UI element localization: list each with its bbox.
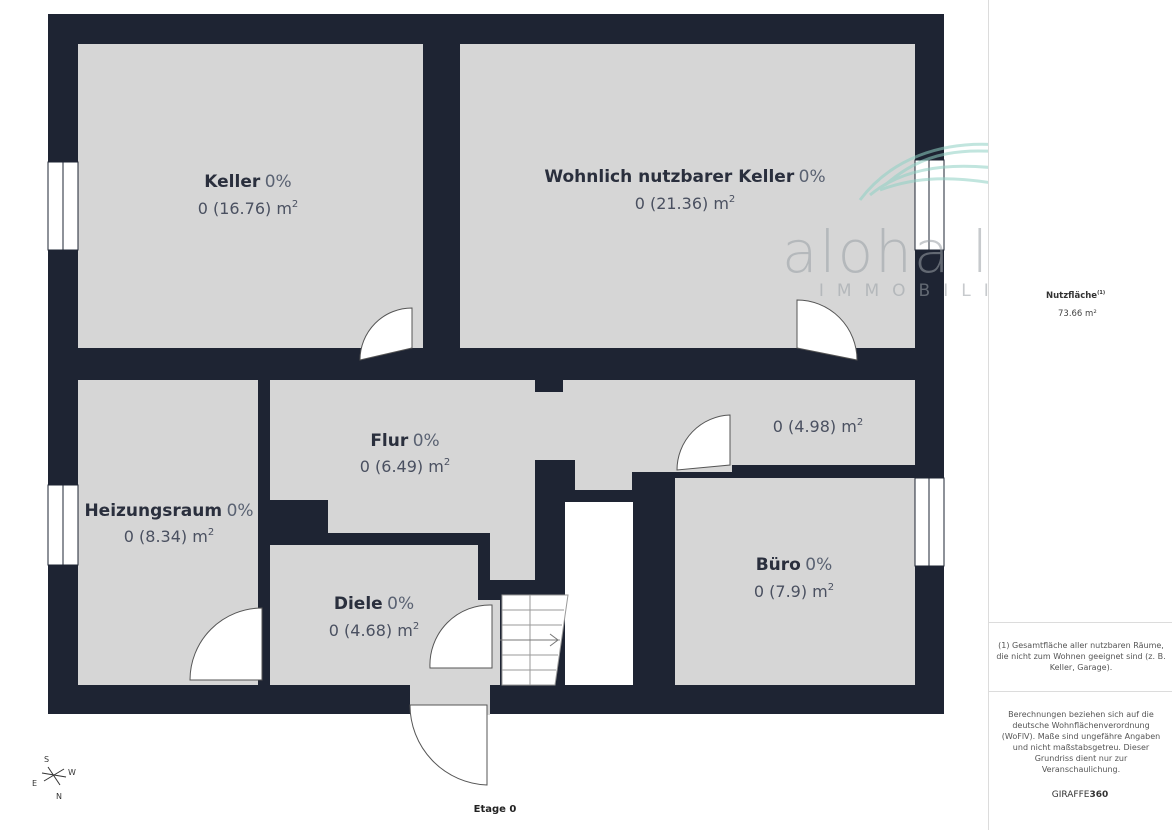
svg-text:N: N (56, 792, 62, 801)
sidebar-divider-1 (989, 622, 1172, 623)
svg-text:0 (8.34) m2: 0 (8.34) m2 (124, 527, 214, 546)
room-label-keller: Keller 0% 0 (16.76) m2 (198, 172, 299, 218)
room-wohnkeller-floor (460, 44, 915, 348)
svg-text:0 (4.98) m2: 0 (4.98) m2 (773, 417, 863, 436)
sidebar-divider-2 (989, 691, 1172, 692)
floor-label: Etage 0 (473, 804, 517, 815)
room-label-heizungsraum: Heizungsraum 0% 0 (8.34) m2 (84, 501, 253, 546)
room-label-wohnkeller: Wohnlich nutzbarer Keller 0% 0 (21.36) m… (544, 167, 825, 213)
svg-text:Keller 0%: Keller 0% (204, 172, 291, 192)
doors (189, 299, 858, 786)
windows (47, 159, 945, 567)
room-label-diele: Diele 0% 0 (4.68) m2 (329, 594, 419, 640)
room-label-buero: Büro 0% 0 (7.9) m2 (754, 555, 834, 601)
room-buero-floor (675, 478, 915, 685)
stairs (500, 594, 569, 686)
svg-text:S: S (44, 755, 49, 764)
svg-text:E: E (32, 779, 37, 788)
disclaimer-text: Berechnungen beziehen sich auf die deuts… (1001, 710, 1161, 774)
svg-text:Flur 0%: Flur 0% (370, 431, 439, 451)
watermark-line1: aloha living (782, 218, 988, 286)
room-label-unnamed: 0 (4.98) m2 (773, 417, 863, 436)
footnote-text: (1) Gesamtfläche aller nutzbaren Räume, … (996, 641, 1166, 672)
room-flur-floor (270, 380, 915, 580)
room-label-flur: Flur 0% 0 (6.49) m2 (360, 431, 450, 476)
svg-text:0 (4.68) m2: 0 (4.68) m2 (329, 621, 419, 640)
watermark-line2: IMMOBILIEN (819, 281, 988, 301)
svg-text:W: W (68, 768, 76, 777)
svg-text:0 (16.76) m2: 0 (16.76) m2 (198, 199, 299, 218)
usable-area-value: 73.66 m² (1058, 309, 1097, 319)
svg-text:0 (21.36) m2: 0 (21.36) m2 (635, 194, 736, 213)
svg-text:Diele 0%: Diele 0% (334, 594, 414, 614)
compass-icon: S E W N (32, 755, 76, 801)
svg-text:0 (7.9) m2: 0 (7.9) m2 (754, 582, 834, 601)
svg-text:Büro 0%: Büro 0% (756, 555, 833, 575)
brand-logo: GIRAFFE360 (1051, 790, 1109, 800)
room-keller-floor (78, 44, 423, 348)
floor-plan: aloha living IMMOBILIEN Keller 0% 0 (16.… (47, 14, 988, 786)
watermark-logo: aloha living IMMOBILIEN (782, 142, 988, 301)
palm-leaf-icon (858, 142, 988, 201)
svg-text:0 (6.49) m2: 0 (6.49) m2 (360, 457, 450, 476)
svg-text:Heizungsraum 0%: Heizungsraum 0% (84, 501, 253, 521)
svg-text:Wohnlich nutzbarer Keller 0%: Wohnlich nutzbarer Keller 0% (544, 167, 825, 187)
stair-shaft (565, 502, 633, 685)
usable-area-label: Nutzfläche(1) (1046, 290, 1106, 301)
legend-sidebar (988, 0, 1172, 830)
